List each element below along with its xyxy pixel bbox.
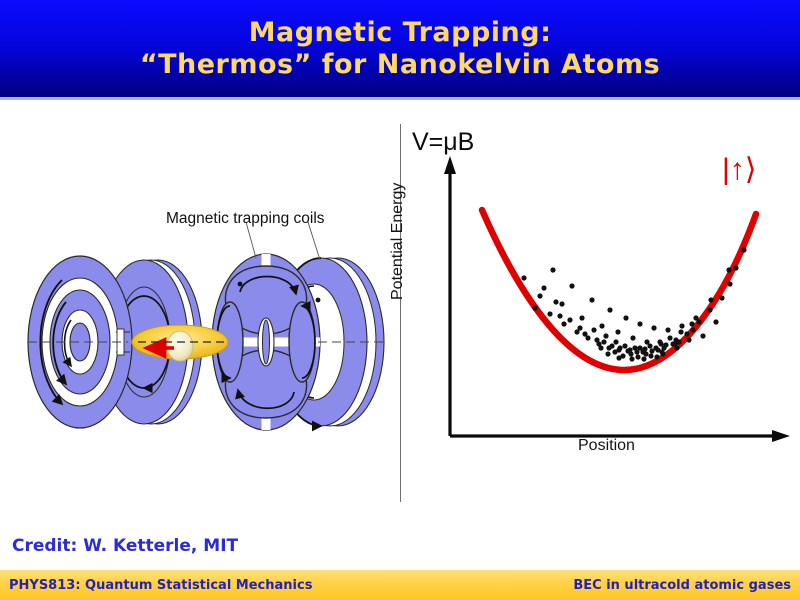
footer-course-label: PHYS813: Quantum Statistical Mechanics [9,577,313,593]
vertical-divider [400,124,401,502]
x-axis-label: Position [578,437,635,454]
slide-title-line-2: “Thermos” for Nanokelvin Atoms [139,48,661,80]
caption-leader-lines [245,221,321,261]
atom-dots [521,247,747,362]
footer-topic-label: BEC in ultracold atomic gases [573,577,791,593]
magnetic-trapping-coils-figure [27,221,385,432]
spin-state-label: |↑⟩ [722,153,757,186]
potential-energy-plot [444,156,790,442]
right-coil-assembly [211,253,385,432]
atom-cloud [131,324,229,362]
potential-curve [478,206,760,374]
title-banner: Magnetic Trapping: “Thermos” for Nanokel… [0,0,800,97]
credit-text: Credit: W. Ketterle, MIT [12,536,239,556]
magnetic-trapping-coils-label: Magnetic trapping coils [166,210,325,227]
slide-title-line-1: Magnetic Trapping: [248,16,552,48]
y-axis-label: Potential Energy [389,182,406,300]
banner-underline [0,97,800,100]
footer-bar: PHYS813: Quantum Statistical Mechanics B… [0,570,800,600]
potential-axis-title: V=μB [412,128,475,156]
